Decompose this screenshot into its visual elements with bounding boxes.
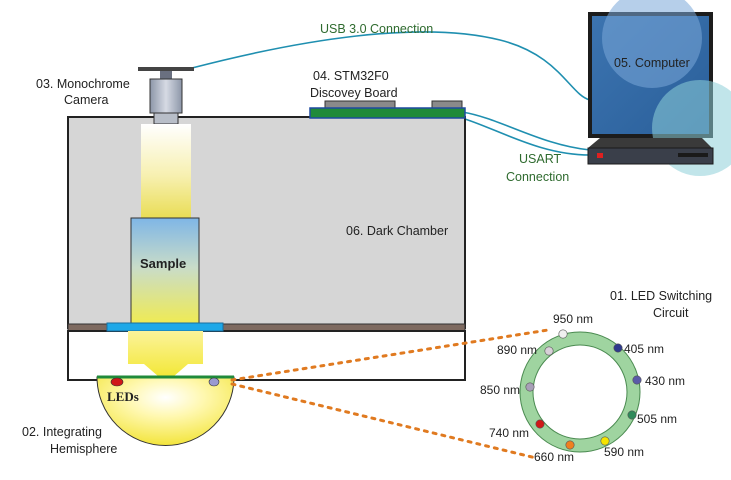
- ring-led-dot: [544, 346, 554, 356]
- dark-chamber: [67, 116, 466, 329]
- wavelength-label: 950 nm: [553, 312, 593, 326]
- board-label-1: 04. STM32F0: [313, 69, 389, 83]
- ring-led-dot: [627, 410, 637, 420]
- wavelength-label: 890 nm: [497, 343, 537, 357]
- ring-led-dot: [525, 382, 535, 392]
- ring-led-dot: [600, 436, 610, 446]
- zoom-line-top: [230, 328, 550, 382]
- sample: [130, 217, 200, 329]
- sample-label: Sample: [140, 256, 186, 271]
- ring-led-dot: [632, 375, 642, 385]
- lower-light-arrow: [128, 331, 203, 383]
- circuit-label-1: 01. LED Switching: [610, 289, 712, 303]
- chamber-label: 06. Dark Chamber: [346, 224, 448, 238]
- zoom-line-bottom: [230, 382, 538, 460]
- led-red: [110, 377, 124, 387]
- camera-label-1: 03. Monochrome: [36, 77, 130, 91]
- circuit-label-2: Circuit: [653, 306, 689, 320]
- sample-plate: [106, 322, 224, 332]
- wavelength-label: 505 nm: [637, 412, 677, 426]
- usart-label-1: USART: [519, 152, 562, 166]
- led-lavender: [208, 377, 220, 387]
- integrating-hemisphere: [96, 376, 235, 446]
- power-led: [597, 153, 603, 158]
- usart-cable-lower: [461, 117, 591, 156]
- hemisphere-label-1: 02. Integrating: [22, 425, 102, 439]
- wavelength-label: 405 nm: [624, 342, 664, 356]
- usart-label-2: Connection: [506, 170, 569, 184]
- ring-led-dot: [613, 343, 623, 353]
- board-label-2: Discovey Board: [310, 86, 398, 100]
- ring-led-dot: [565, 440, 575, 450]
- usb-cable: [191, 31, 591, 101]
- computer-label: 05. Computer: [614, 56, 690, 70]
- wavelength-label: 740 nm: [489, 426, 529, 440]
- led-ring: [519, 331, 641, 453]
- wavelength-label: 430 nm: [645, 374, 685, 388]
- ring-led-dot: [535, 419, 545, 429]
- wavelength-label: 850 nm: [480, 383, 520, 397]
- drive-slot: [678, 153, 708, 157]
- usb-label: USB 3.0 Connection: [320, 22, 433, 36]
- hemisphere-label-2: Hemisphere: [50, 442, 117, 456]
- wavelength-label: 590 nm: [604, 445, 644, 459]
- lower-compartment: [67, 330, 466, 381]
- ring-led-dot: [558, 329, 568, 339]
- usart-cable-upper: [461, 111, 591, 151]
- discovery-board: [309, 100, 466, 119]
- computer: [587, 0, 731, 176]
- computer-base: [587, 147, 714, 165]
- monochrome-camera: [138, 67, 194, 125]
- upper-light-beam: [141, 124, 191, 218]
- leds-label: LEDs: [107, 389, 139, 404]
- wavelength-label: 660 nm: [534, 450, 574, 464]
- camera-label-2: Camera: [64, 93, 109, 107]
